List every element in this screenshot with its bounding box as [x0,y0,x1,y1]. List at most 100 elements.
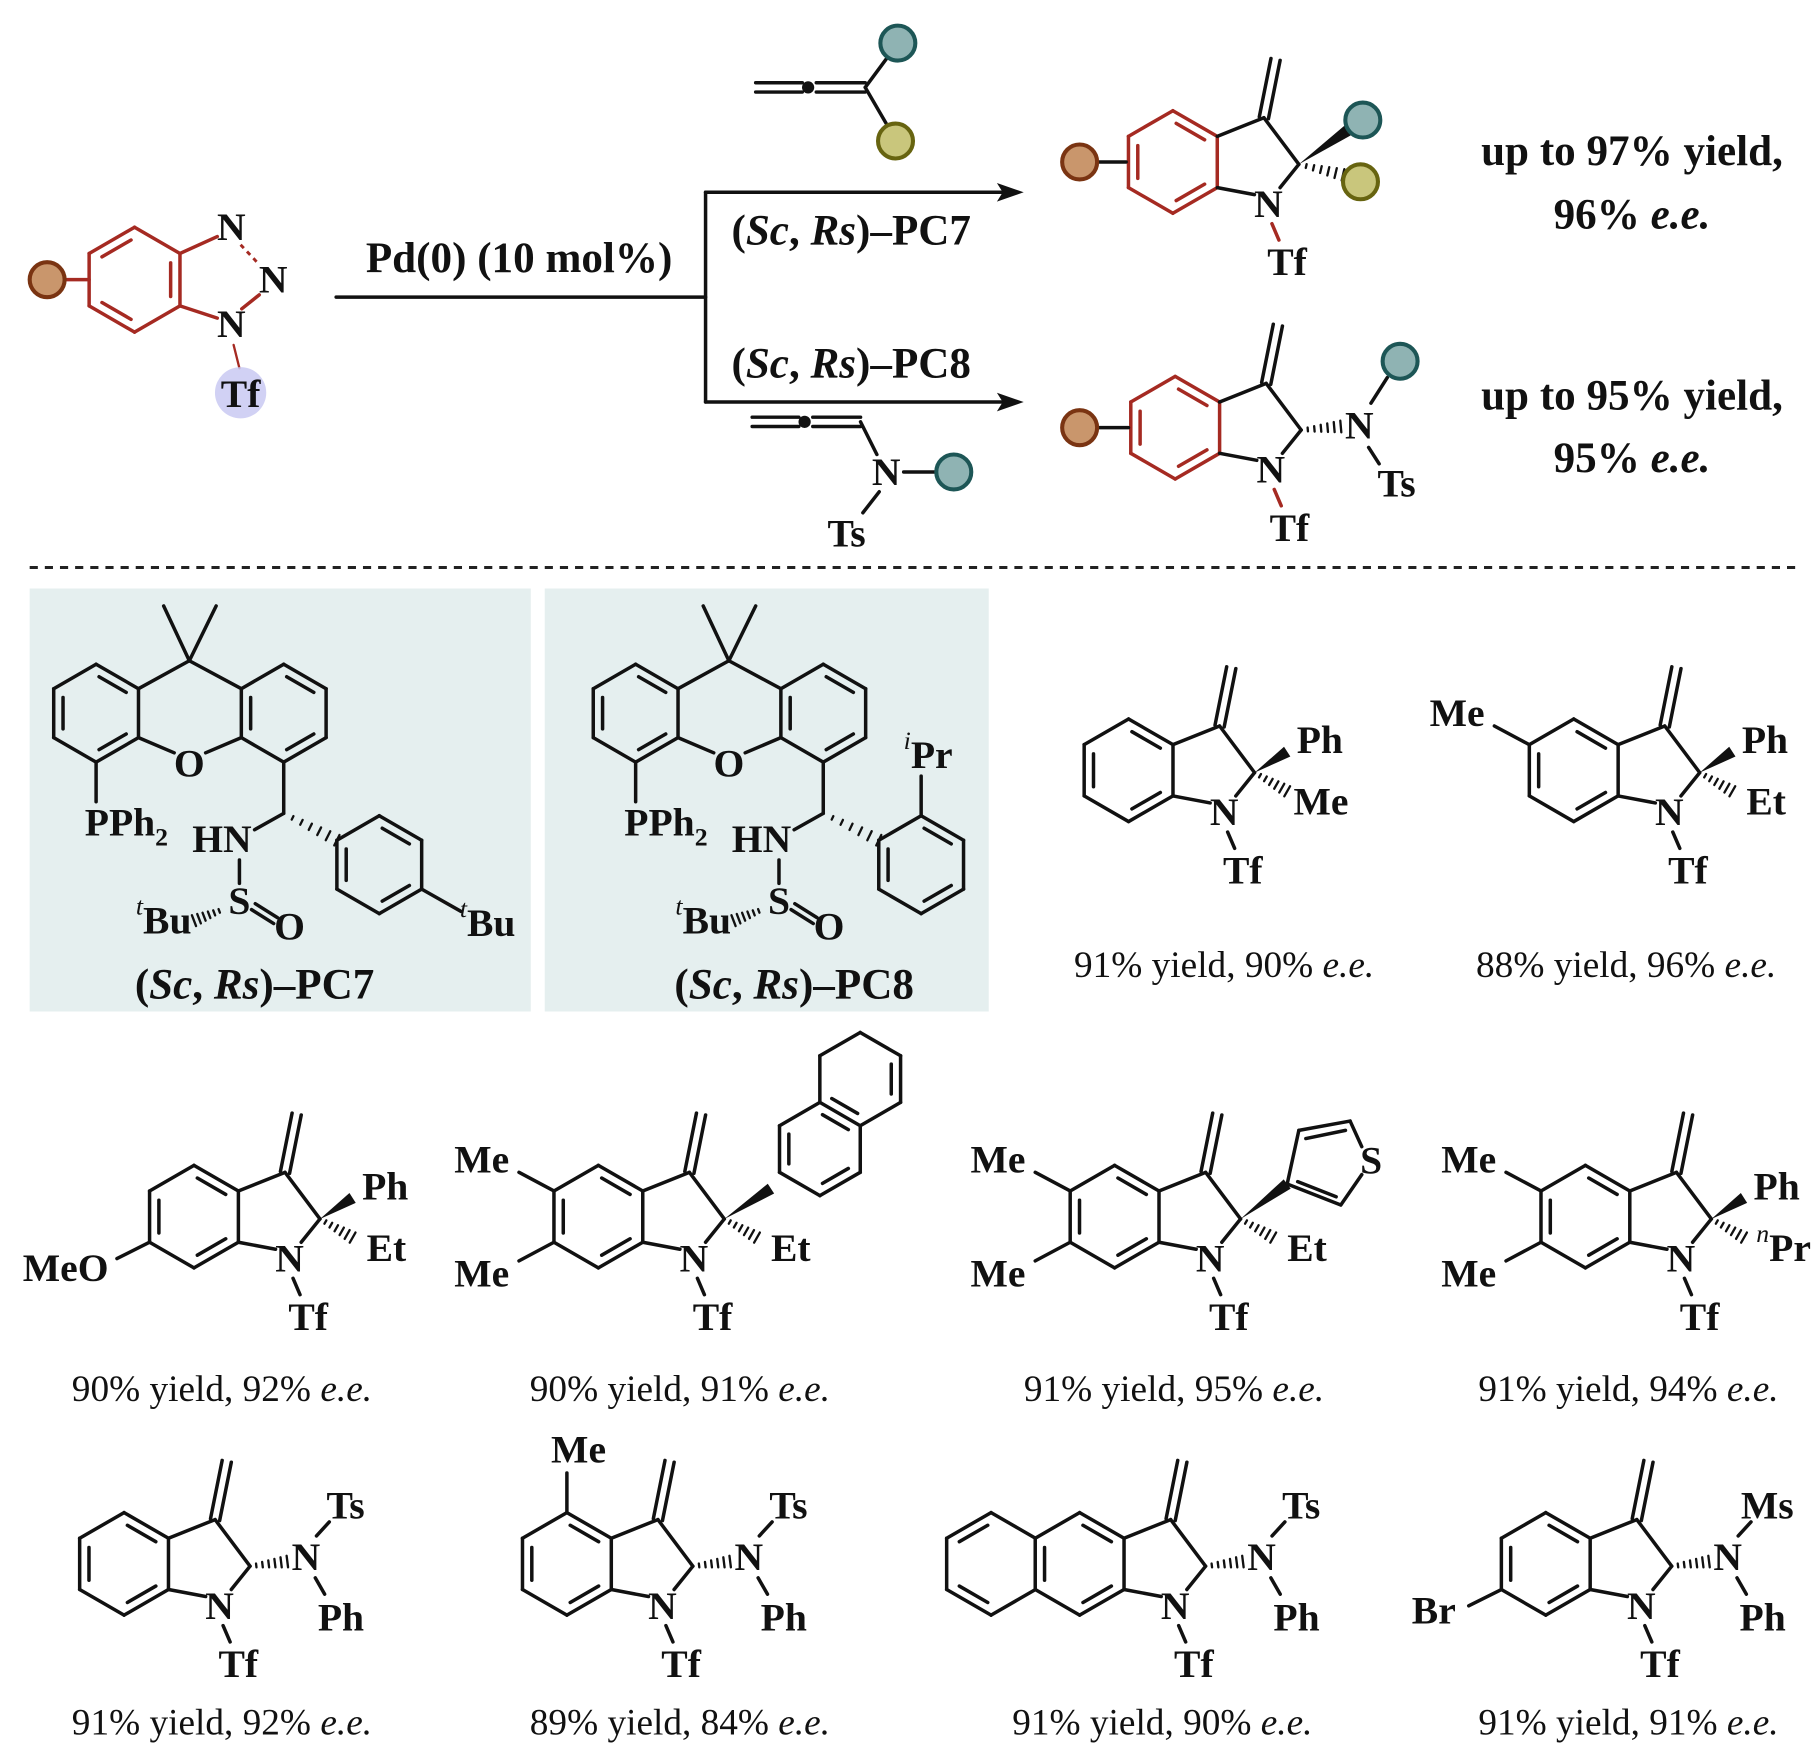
exocyclic-methylene [1164,1458,1180,1521]
hashed-bond [1269,1231,1278,1244]
hashed-bond [338,1226,346,1237]
ring-bond [1068,1163,1117,1193]
hashed-bond [875,833,883,847]
aromatic-inner-bond [922,883,953,903]
aromatic-inner-bond [636,732,668,752]
ring-bond [1077,1587,1126,1617]
allene-center-dot [801,81,815,94]
wedge-bond [1254,746,1291,773]
yield-ee-caption-unit: e.e. [320,1369,372,1410]
hashed-bond [1259,1226,1266,1237]
ring-bond [1571,717,1620,747]
hashed-bond [1216,1560,1220,1569]
yield-ee-caption-ee: 94% [1649,1369,1727,1410]
sulfonyl-group: Ms [1741,1484,1794,1528]
ring-bond [1129,451,1177,481]
ring-bond [1171,185,1220,216]
hashed-bond [848,822,854,832]
bond-line [1122,1517,1173,1540]
hashed-bond [1283,785,1292,798]
exocyclic-methylene [1222,666,1238,729]
methyl-bond [187,604,218,663]
yield-ee-caption-yield: 90% yield, [530,1369,701,1410]
thiophene-sulfur: S [1360,1139,1382,1183]
hashed-bond [1319,423,1323,433]
sulfonyl-group: Ts [326,1484,364,1528]
aromatic-inner-bond [1575,790,1608,811]
bond-line [187,658,244,691]
hashed-bond [1304,163,1308,170]
bond-line [313,1576,327,1596]
indoline-nitrogen: N [205,1584,234,1628]
bond-line [1663,724,1702,775]
aromatic-inner-bond [820,1166,851,1186]
yield-ee-caption-yield: 88% yield, [1476,944,1647,985]
hashed-bond [1326,165,1331,177]
n-tf-bond [1272,487,1283,508]
ring-substituent: Me [1430,691,1485,735]
ring-bond [596,1240,645,1270]
catalyst-name-sc: Sc [149,961,192,1008]
catalyst-pc8-label-post: )–PC8 [856,340,971,387]
ring-substituent: Me [970,1138,1025,1182]
isopropyl-group-sup: i [904,726,911,755]
hashed-bond [727,1219,732,1225]
ring-bond [1544,1510,1592,1540]
hashed-bond [839,818,845,826]
c2-substituent-lower: Et [367,1226,407,1270]
triflyl-group: Tf [1174,1642,1214,1686]
exocyclic-methylene [287,1113,303,1175]
indoline-nitrogen: N [1196,1237,1225,1281]
ring-bond [147,1163,196,1193]
hashed-bond [1257,772,1263,779]
bond-line [166,1517,217,1540]
phenyl-group: Ph [1273,1595,1319,1639]
wedge-bond [319,1193,356,1219]
hashed-bond [324,830,332,842]
n-tf-bond [1671,830,1682,851]
yield-ee-caption: 88% yield, 96% e.e. [1476,944,1776,985]
yield-ee-caption-yield: 91% yield, [1478,1702,1649,1743]
bond-line [1504,1240,1543,1263]
triazole-n1: N [217,205,246,249]
hashed-bond [1339,419,1343,434]
sulfonamide-nitrogen: N [1345,403,1374,447]
yield-ee-caption: 91% yield, 90% e.e. [1074,944,1374,985]
hashed-bond [1228,1557,1233,1569]
ring-bond [132,304,182,334]
ring-bond [1082,794,1131,824]
r1-substituent-circle [878,23,918,63]
bond-line [1264,381,1303,432]
n-n-dashed-bond [239,243,261,266]
phenyl-group: Ph [1740,1595,1786,1639]
ring-bond [51,662,98,691]
n-n-bond [240,293,261,311]
s-o-double-bond [789,907,815,926]
aromatic-inner-bond [1176,448,1209,469]
hashed-bond [740,911,747,922]
hashed-bond [1739,1231,1749,1244]
ring-bond [335,887,382,916]
aromatic-inner-bond [1176,387,1209,408]
exocyclic-methylene [217,1460,234,1523]
yield-ee-caption-yield: 91% yield, [1024,1369,1195,1410]
bond-line [1215,185,1257,197]
bond-line [517,1170,556,1193]
wedge-bond [1298,125,1351,165]
yield-ee-caption: 91% yield, 91% e.e. [1478,1702,1778,1743]
hashed-bond [703,1560,707,1569]
ring-bond [281,662,328,691]
ring-bond [239,662,286,691]
sulfonamide-nitrogen: N [735,1535,764,1579]
indoline-nitrogen: N [1254,182,1283,226]
ring-bond [377,887,424,916]
catalyst-pc8-label-rs: Rs [810,340,857,387]
aromatic-inner-bond [380,826,412,846]
ring-bond [1544,1587,1592,1617]
exocyclic-methylene [1173,1460,1189,1523]
ring-bond [777,1170,822,1198]
hashed-bond [1734,1228,1743,1241]
hashed-bond [1694,1557,1699,1569]
tert-butyl-group: tBu [675,892,731,943]
bond-line [727,658,783,691]
